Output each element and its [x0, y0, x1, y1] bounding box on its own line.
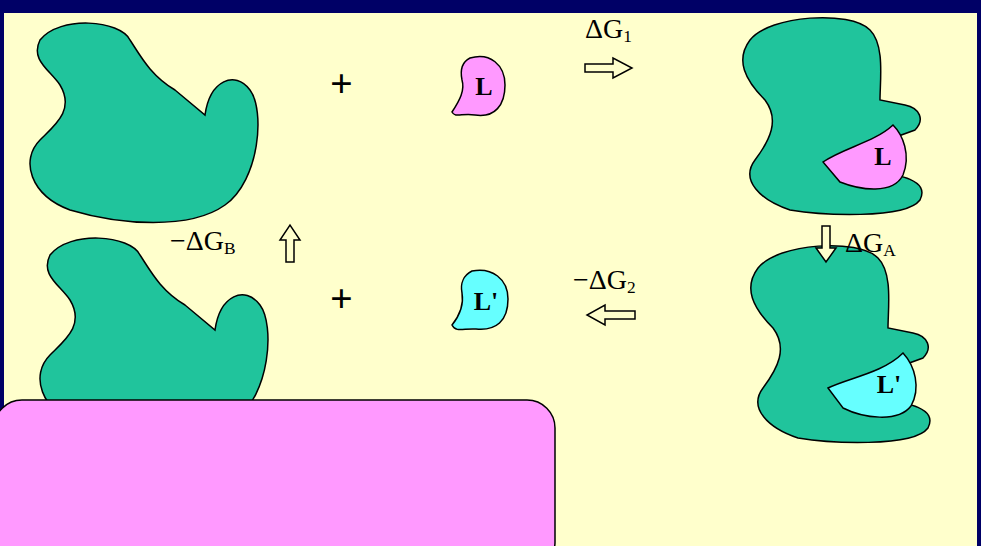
bound-ligand-shape [823, 348, 923, 426]
protein-blob [30, 23, 258, 222]
ligand-letter: L' [877, 372, 902, 398]
ligand-shape [452, 270, 508, 329]
subscript: B [224, 239, 236, 258]
bound-ligand-shape [828, 353, 916, 417]
free-energy-label: −ΔG2 [573, 265, 636, 296]
plus-sign: + [330, 62, 353, 106]
block-arrow [587, 305, 635, 325]
ligand-letter: L' [474, 289, 499, 315]
ligand-shape [452, 57, 505, 116]
block-arrow [816, 226, 836, 262]
protein-blob [751, 246, 930, 443]
protein-blob [743, 18, 922, 215]
subscript: 2 [627, 278, 636, 297]
block-arrow [280, 225, 300, 262]
ligand-node: L [450, 50, 510, 120]
free-energy-label: ΔG1 [585, 14, 632, 45]
bound-ligand-shape [823, 125, 906, 189]
block-arrow [585, 58, 632, 78]
subscript: A [883, 241, 896, 260]
subscript: 1 [623, 27, 632, 46]
ligand-letter: L [874, 144, 891, 170]
ligand-letter: L [475, 74, 492, 100]
free-energy-label: ΔGA [845, 228, 896, 259]
pink-panel [0, 400, 555, 546]
plus-sign: + [330, 277, 353, 321]
ligand-node: L' [450, 265, 514, 335]
ligand-node: L [815, 120, 915, 198]
ligand-node: L' [823, 348, 923, 426]
free-energy-label: −ΔGB [170, 226, 236, 257]
bound-ligand-shape [815, 120, 915, 198]
